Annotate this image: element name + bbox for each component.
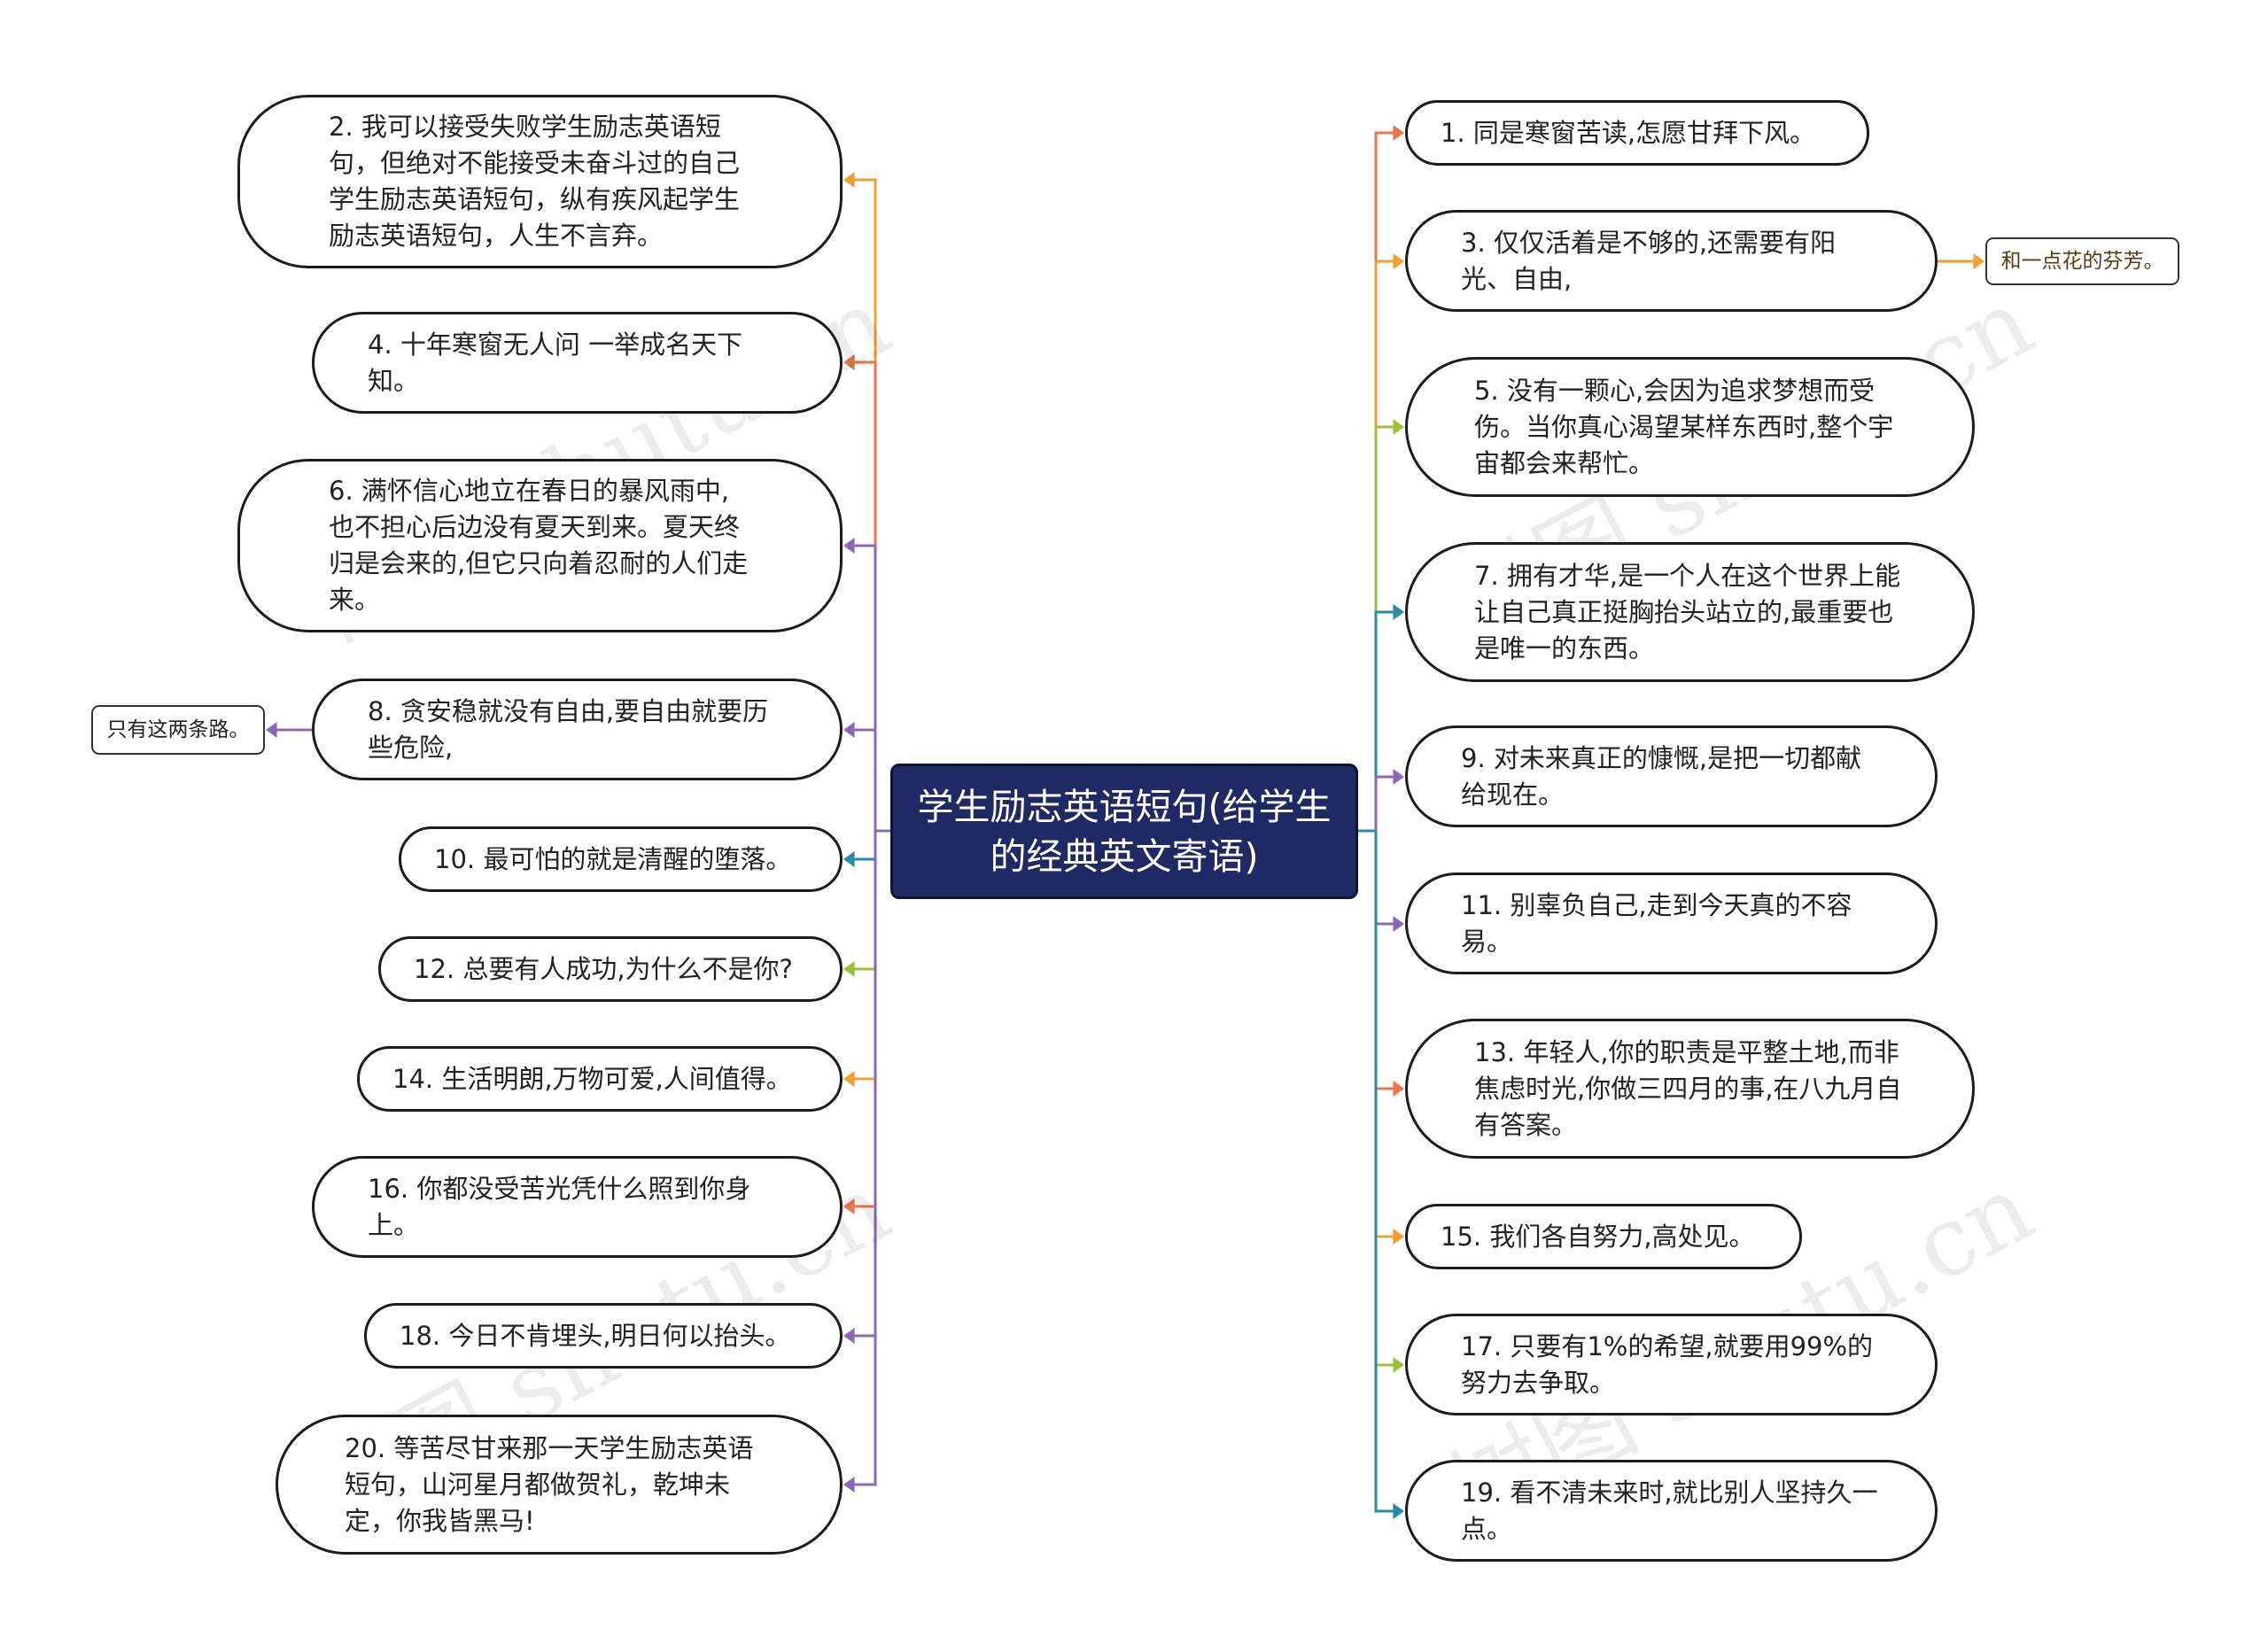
connector-arrowhead	[843, 961, 855, 977]
branch-connector	[846, 831, 877, 971]
branch-node-9[interactable]: 9. 对未来真正的慷慨,是把一切都献给现在。	[1405, 725, 1938, 827]
connector-arrowhead	[1393, 769, 1404, 785]
branch-node-text: 7. 拥有才华,是一个人在这个世界上能让自己真正挺胸抬头站立的,最重要也是唯一的…	[1474, 560, 1901, 663]
branch-connector	[1374, 831, 1402, 1367]
branch-node-13[interactable]: 13. 年轻人,你的职责是平整土地,而非焦虑时光,你做三四月的事,在八九月自有答…	[1405, 1019, 1975, 1159]
branch-node-text: 17. 只要有1%的希望,就要用99%的努力去争取。	[1461, 1330, 1874, 1398]
branch-node-text: 4. 十年寒窗无人问 一举成名天下知。	[368, 329, 743, 396]
branch-connector	[1374, 831, 1402, 1238]
connector-arrowhead	[843, 354, 855, 370]
branch-node-text: 1. 同是寒窗苦读,怎愿甘拜下风。	[1441, 117, 1816, 148]
branch-node-text: 16. 你都没受苦光凭什么照到你身上。	[368, 1173, 751, 1240]
branch-node-18[interactable]: 18. 今日不肯埋头,明日何以抬头。	[364, 1303, 843, 1369]
connector-arrowhead	[843, 722, 855, 738]
connector-arrowhead	[1393, 253, 1404, 269]
branch-node-text: 3. 仅仅活着是不够的,还需要有阳光、自由,	[1461, 227, 1837, 294]
branch-node-12[interactable]: 12. 总要有人成功,为什么不是你?	[378, 936, 843, 1002]
branch-node-2[interactable]: 2. 我可以接受失败学生励志英语短句，但绝对不能接受未奋斗过的自己学生励志英语短…	[237, 95, 843, 268]
connector-arrowhead	[843, 1198, 855, 1214]
connector-arrowhead	[843, 172, 855, 188]
branch-node-19[interactable]: 19. 看不清未来时,就比别人坚持久一点。	[1405, 1460, 1938, 1562]
branch-node-text: 12. 总要有人成功,为什么不是你?	[414, 953, 793, 984]
branch-node-3[interactable]: 3. 仅仅活着是不够的,还需要有阳光、自由,	[1405, 210, 1938, 312]
connector-arrowhead	[843, 851, 855, 867]
connector-arrowhead	[1393, 916, 1404, 932]
branch-connector	[1374, 831, 1402, 1090]
branch-connector	[1374, 775, 1402, 831]
branch-node-text: 11. 别辜负自己,走到今天真的不容易。	[1461, 889, 1852, 957]
branch-connector	[1374, 610, 1402, 831]
branch-node-15[interactable]: 15. 我们各自努力,高处见。	[1405, 1204, 1802, 1269]
root-topic-title: 学生励志英语短句(给学生的经典英文寄语)	[917, 785, 1332, 878]
connector-arrowhead	[1393, 1081, 1404, 1097]
branch-node-11[interactable]: 11. 别辜负自己,走到今天真的不容易。	[1405, 873, 1938, 974]
branch-node-text: 5. 没有一颗心,会因为追求梦想而受伤。当你真心渴望某样东西时,整个宇宙都会来帮…	[1474, 375, 1894, 478]
branch-node-20[interactable]: 20. 等苦尽甘来那一天学生励志英语短句，山河星月都做贺礼，乾坤未定，你我皆黑马…	[276, 1415, 843, 1555]
connector-arrowhead	[843, 538, 855, 554]
connector-arrowhead	[843, 1071, 855, 1087]
connector-arrowhead	[1393, 604, 1404, 620]
branch-node-7[interactable]: 7. 拥有才华,是一个人在这个世界上能让自己真正挺胸抬头站立的,最重要也是唯一的…	[1405, 542, 1975, 682]
note-text: 只有这两条路。	[106, 718, 250, 741]
branch-node-8[interactable]: 8. 贪安稳就没有自由,要自由就要历些危险,	[312, 679, 843, 780]
branch-node-text: 8. 贪安稳就没有自由,要自由就要历些危险,	[368, 695, 769, 763]
note-text: 和一点花的芬芳。	[2000, 250, 2164, 273]
branch-node-text: 10. 最可怕的就是清醒的堕落。	[434, 843, 792, 874]
branch-connector	[846, 831, 877, 1486]
branch-node-5[interactable]: 5. 没有一颗心,会因为追求梦想而受伤。当你真心渴望某样东西时,整个宇宙都会来帮…	[1405, 357, 1975, 497]
connector-arrowhead	[1393, 419, 1404, 435]
connector-arrowhead	[1973, 253, 1984, 269]
branch-node-text: 14. 生活明朗,万物可爱,人间值得。	[392, 1063, 792, 1094]
branch-connector	[846, 544, 877, 831]
branch-connector	[1374, 831, 1402, 926]
branch-node-text: 6. 满怀信心地立在春日的暴风雨中,也不担心后边没有夏天到来。夏天终归是会来的,…	[329, 476, 749, 615]
branch-connector	[846, 831, 877, 1208]
branch-connector	[1374, 260, 1402, 831]
branch-node-text: 9. 对未来真正的慷慨,是把一切都献给现在。	[1461, 742, 1862, 810]
branch-node-10[interactable]: 10. 最可怕的就是清醒的堕落。	[399, 826, 843, 892]
branch-node-text: 20. 等苦尽甘来那一天学生励志英语短句，山河星月都做贺礼，乾坤未定，你我皆黑马…	[345, 1432, 754, 1536]
branch-node-text: 2. 我可以接受失败学生励志英语短句，但绝对不能接受未奋斗过的自己学生励志英语短…	[329, 112, 741, 251]
connector-arrowhead	[1393, 1503, 1404, 1519]
branch-node-6[interactable]: 6. 满怀信心地立在春日的暴风雨中,也不担心后边没有夏天到来。夏天终归是会来的,…	[237, 459, 843, 632]
branch-node-17[interactable]: 17. 只要有1%的希望,就要用99%的努力去争取。	[1405, 1314, 1938, 1415]
branch-connector	[846, 361, 877, 831]
branch-connector	[1374, 131, 1402, 831]
branch-node-1[interactable]: 1. 同是寒窗苦读,怎愿甘拜下风。	[1405, 100, 1869, 166]
connector-arrowhead	[266, 722, 277, 738]
connector-arrowhead	[843, 1328, 855, 1344]
branch-node-14[interactable]: 14. 生活明朗,万物可爱,人间值得。	[357, 1046, 843, 1112]
connector-arrowhead	[843, 1477, 855, 1493]
branch-connector	[1374, 831, 1402, 1513]
branch-node-16[interactable]: 16. 你都没受苦光凭什么照到你身上。	[312, 1156, 843, 1258]
connector-arrowhead	[1393, 1229, 1404, 1245]
branch-node-text: 19. 看不清未来时,就比别人坚持久一点。	[1461, 1477, 1878, 1544]
connector-arrowhead	[1393, 125, 1404, 141]
branch-connector	[846, 831, 877, 1081]
branch-connector	[846, 728, 877, 831]
branch-node-4[interactable]: 4. 十年寒窗无人问 一举成名天下知。	[312, 312, 843, 414]
connector-arrowhead	[1393, 1357, 1404, 1373]
branch-node-text: 13. 年轻人,你的职责是平整土地,而非焦虑时光,你做三四月的事,在八九月自有答…	[1474, 1036, 1902, 1140]
note-node-3[interactable]: 和一点花的芬芳。	[1985, 237, 2179, 285]
note-node-8[interactable]: 只有这两条路。	[91, 705, 265, 755]
branch-node-text: 15. 我们各自努力,高处见。	[1441, 1221, 1755, 1252]
branch-connector	[1374, 425, 1402, 831]
branch-node-text: 18. 今日不肯埋头,明日何以抬头。	[400, 1320, 791, 1351]
root-topic[interactable]: 学生励志英语短句(给学生的经典英文寄语)	[890, 764, 1358, 899]
